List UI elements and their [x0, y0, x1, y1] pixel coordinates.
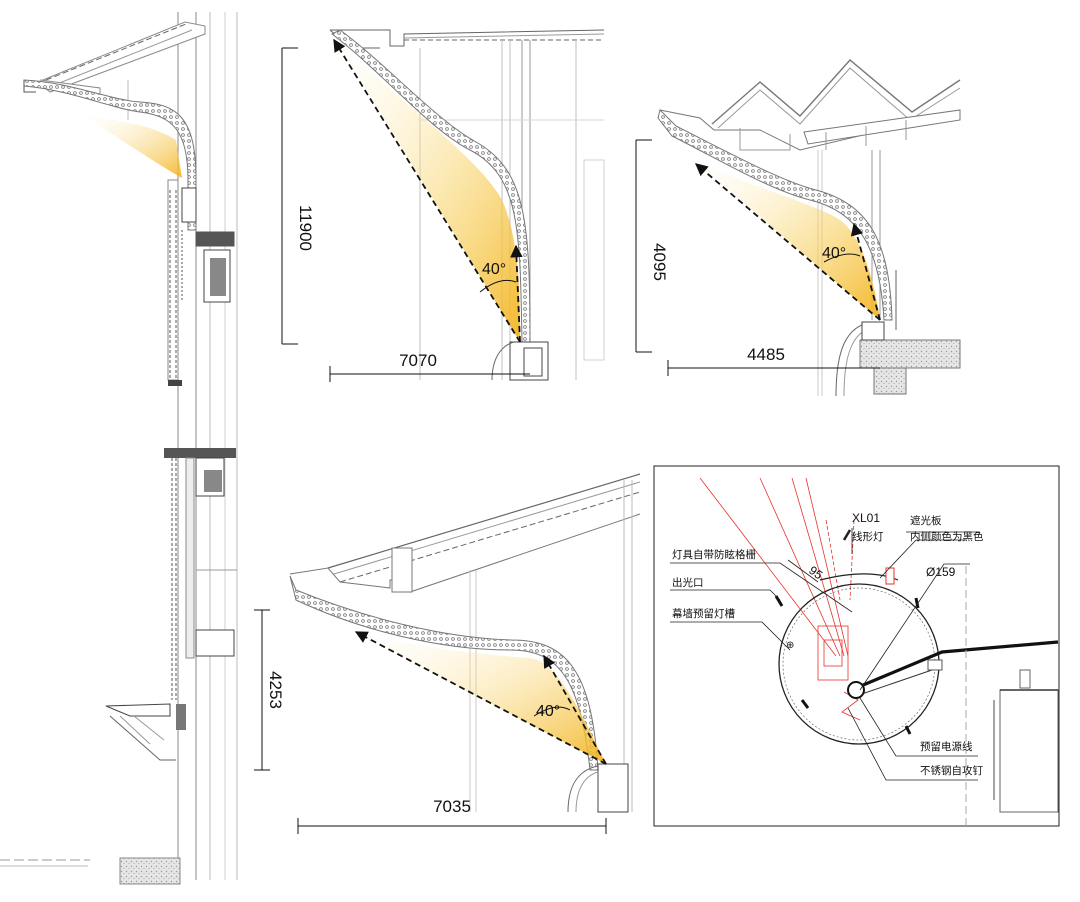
angle-label-lower-middle: 40° — [536, 703, 560, 720]
height-dim-lower-middle: 4253 — [266, 671, 285, 709]
width-dim-lower-middle: 7035 — [433, 797, 471, 816]
anti-glare-label: 灯具自带防眩格栅 — [672, 548, 756, 561]
width-dim-upper-right: 4485 — [747, 345, 785, 364]
power-cable-label: 预留电源线 — [920, 740, 973, 753]
diameter-label: Ø159 — [926, 565, 956, 579]
upper-right-section — [635, 59, 961, 397]
angle-label-upper-middle: 40° — [482, 261, 506, 278]
shade-note: 内侧颜色为黑色 — [910, 530, 984, 543]
lower-middle-section — [254, 473, 641, 834]
shade-title: 遮光板 — [910, 514, 942, 527]
light-outlet-label: 出光口 — [672, 576, 704, 589]
height-dim-upper-middle: 11900 — [296, 205, 315, 251]
fixture-detail: ⊕ — [653, 465, 1060, 827]
fixture-code: XL01 — [852, 511, 880, 525]
screw-label: 不锈钢自攻钉 — [920, 764, 983, 777]
facade-full-section — [0, 12, 238, 885]
height-dim-upper-right: 4095 — [650, 243, 669, 281]
fixture-type: 线形灯 — [852, 530, 884, 543]
angle-label-upper-right: 40° — [822, 245, 846, 262]
slot-mark-icon: ⊕ — [786, 640, 794, 651]
upper-middle-section — [281, 29, 605, 382]
width-dim-upper-middle: 7070 — [399, 351, 437, 370]
slot-label: 幕墙预留灯槽 — [672, 607, 735, 620]
